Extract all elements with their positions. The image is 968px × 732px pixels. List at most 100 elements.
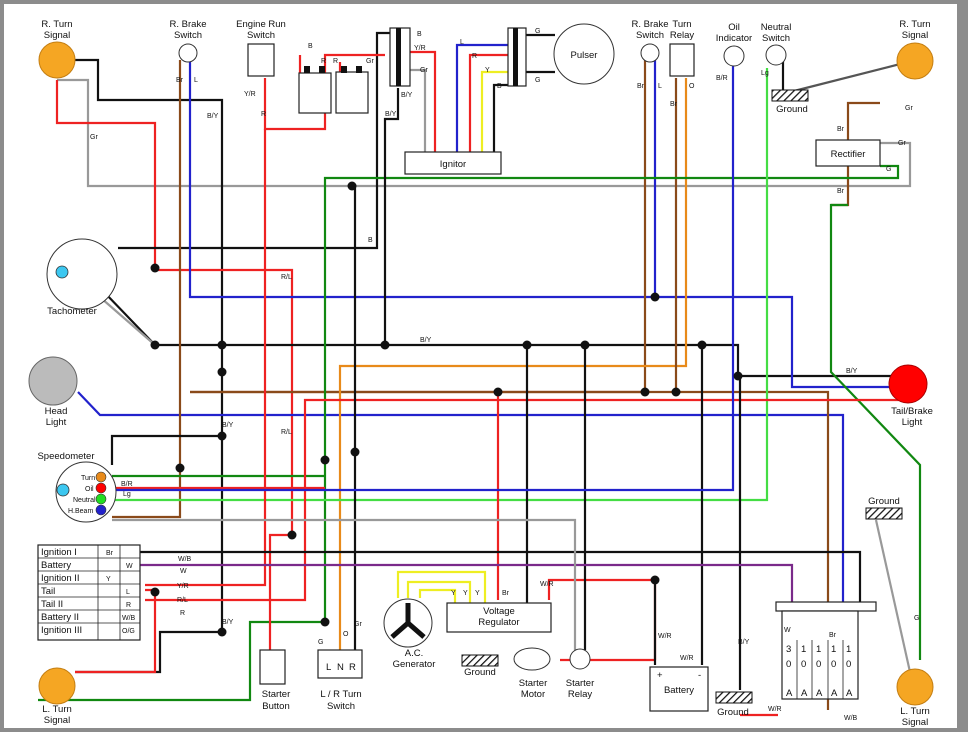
label-r-brake-switch-1: R. Brake bbox=[170, 19, 207, 30]
label-l-turn-signal-right-1: L. Turn bbox=[900, 706, 930, 717]
junction-dot bbox=[287, 530, 297, 540]
ign-row-label: Tail II bbox=[41, 599, 63, 610]
wire-code: O bbox=[343, 631, 349, 638]
label-head-light-2: Light bbox=[46, 417, 67, 428]
wire-code: Y bbox=[475, 590, 480, 597]
label-l-turn-signal-right-2: Signal bbox=[902, 717, 928, 728]
ign-row-label: Ignition II bbox=[41, 573, 80, 584]
fuse-block-body bbox=[781, 610, 859, 700]
wire-black-ignitor bbox=[383, 88, 400, 345]
fuse-digit-bottom: A bbox=[831, 688, 838, 699]
right-turn-signal-right-lamp bbox=[896, 42, 934, 80]
speedo-turn-indicator bbox=[95, 471, 107, 483]
wire-code: R bbox=[180, 610, 185, 617]
junction-dot bbox=[320, 617, 330, 627]
wire-purple-battery bbox=[112, 563, 794, 605]
wire-code: B/Y bbox=[207, 113, 219, 120]
wire-code: Y bbox=[485, 67, 490, 74]
wire-code: B/Y bbox=[738, 639, 750, 646]
junction-dot bbox=[150, 263, 160, 273]
fuse-digit-mid: 0 bbox=[846, 659, 851, 670]
junction-dot bbox=[493, 387, 503, 397]
label-speedo-neutral: Neutral bbox=[73, 497, 96, 504]
lr-turn-switch-body bbox=[317, 649, 363, 679]
label-tail-brake-light-2: Light bbox=[902, 417, 923, 428]
label-ground-generator: Ground bbox=[464, 667, 496, 678]
label-turn-relay-2: Relay bbox=[670, 30, 695, 41]
engine-run-switch-body bbox=[247, 43, 275, 77]
junction-dot bbox=[640, 387, 650, 397]
wire-code: Y/R bbox=[244, 91, 256, 98]
label-r-brake-switch-rear-1: R. Brake bbox=[632, 19, 669, 30]
label-r-turn-signal-left-2: Signal bbox=[44, 30, 70, 41]
label-ac-generator-2: Generator bbox=[393, 659, 436, 670]
wire-ignitor-r bbox=[468, 53, 508, 152]
label-l-turn-signal-left-2: Signal bbox=[44, 715, 70, 726]
wire-code: Gr bbox=[354, 621, 362, 628]
wire-code: R/L bbox=[281, 429, 292, 436]
wire-ignitor-gr bbox=[410, 68, 427, 152]
ign-row-code: L bbox=[126, 589, 130, 596]
ign-row-label: Battery bbox=[41, 560, 71, 571]
wire-red-coil bbox=[298, 55, 342, 73]
ground-generator bbox=[461, 654, 499, 667]
junction-dot bbox=[217, 340, 227, 350]
label-pulser: Pulser bbox=[571, 50, 598, 61]
connector-pulser-inner bbox=[513, 28, 518, 86]
wire-code: L bbox=[460, 39, 464, 46]
junction-dot bbox=[650, 575, 660, 585]
oil-indicator-body bbox=[723, 45, 745, 67]
wire-code: B/Y bbox=[222, 422, 234, 429]
wire-code: G bbox=[535, 77, 540, 84]
starter-relay-body bbox=[569, 648, 591, 670]
wire-yellow-gen bbox=[396, 570, 487, 603]
wire-code: B/Y bbox=[222, 619, 234, 626]
label-head-light-1: Head bbox=[45, 406, 68, 417]
wire-code: Br bbox=[502, 590, 510, 597]
rectifier-box bbox=[815, 139, 881, 167]
label-starter-relay-1: Starter bbox=[566, 678, 595, 689]
fuse-digit-top: 3 bbox=[786, 644, 791, 655]
label-battery: Battery bbox=[664, 685, 694, 696]
ign-row-code: Y bbox=[106, 576, 111, 583]
wire-code: Y/R bbox=[177, 583, 189, 590]
wire-code: W/R bbox=[680, 655, 694, 662]
fuse-digit-top: 1 bbox=[801, 644, 806, 655]
ign-row-code: W/B bbox=[122, 615, 136, 622]
wire-code: Y/R bbox=[414, 45, 426, 52]
wire-code: Gr bbox=[90, 134, 98, 141]
label-r-turn-signal-right-2: Signal bbox=[902, 30, 928, 41]
ign-row-label: Ignition III bbox=[41, 625, 82, 636]
ignition-coil-right bbox=[335, 71, 369, 114]
wire-code: L bbox=[194, 77, 198, 84]
wire-lightgreen-neutral bbox=[112, 68, 769, 502]
label-r-brake-switch-rear-2: Switch bbox=[636, 30, 664, 41]
label-speedometer: Speedometer bbox=[37, 451, 94, 462]
label-engine-run-switch-2: Switch bbox=[247, 30, 275, 41]
label-ac-generator-1: A.C. bbox=[405, 648, 423, 659]
label-lr-switch-n: N bbox=[337, 662, 344, 673]
ignitor-box bbox=[404, 151, 502, 175]
label-ignitor: Ignitor bbox=[440, 159, 466, 170]
wire-code: G bbox=[318, 639, 323, 646]
wire-blue-rbrake bbox=[188, 62, 908, 389]
pulser-body bbox=[553, 23, 615, 85]
tachometer-gauge bbox=[46, 238, 118, 310]
wire-pulser bbox=[522, 33, 555, 74]
coil-terminal bbox=[304, 66, 310, 73]
wire-code: W bbox=[180, 568, 187, 575]
labels: R. Turn Signal R. Brake Switch Engine Ru… bbox=[37, 19, 932, 728]
junction-dot bbox=[217, 367, 227, 377]
components bbox=[28, 23, 934, 712]
label-battery-plus: + bbox=[657, 670, 663, 681]
coil-terminal bbox=[319, 66, 325, 73]
wire-code: W/B bbox=[178, 556, 192, 563]
wire-code: Br bbox=[829, 632, 837, 639]
wire-codes: Br L Y/R R B/Y Gr B R R Gr B Y/R Gr B/Y … bbox=[90, 28, 919, 722]
wire-code: B bbox=[497, 83, 502, 90]
label-engine-run-switch-1: Engine Run bbox=[236, 19, 286, 30]
junction-dot bbox=[150, 340, 160, 350]
wire-code: R/L bbox=[281, 274, 292, 281]
label-turn-relay-1: Turn bbox=[672, 19, 691, 30]
